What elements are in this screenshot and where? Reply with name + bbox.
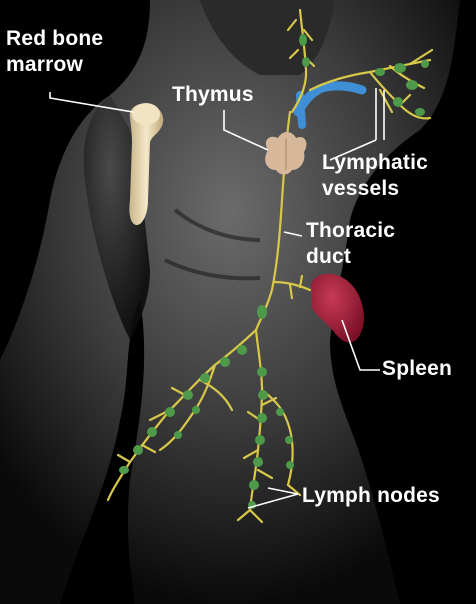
label-thoracic-duct-line2: duct xyxy=(306,245,352,268)
label-spleen: Spleen xyxy=(382,357,453,380)
leader-thymus xyxy=(223,110,269,151)
label-thoracic-duct-line1: Thoracic xyxy=(306,219,396,242)
leader-spleen xyxy=(341,319,380,371)
label-lymphatic-vessels-line1: Lymphatic xyxy=(322,151,429,174)
leader-lymph-nodes xyxy=(247,487,299,509)
lymph-nodes xyxy=(119,34,429,509)
label-lymphatic-vessels-line2: vessels xyxy=(322,177,400,200)
label-red-bone-marrow-line1: Red bone xyxy=(6,27,104,50)
label-lymphatic-vessels: Lymphatic vessels xyxy=(322,150,428,202)
leader-thoracic-duct xyxy=(283,231,303,237)
label-thoracic-duct: Thoracic duct xyxy=(306,218,395,270)
leader-lymphatic-vessels xyxy=(329,88,385,161)
spleen-organ xyxy=(311,273,364,343)
label-lymph-nodes: Lymph nodes xyxy=(302,484,440,507)
leader-red-bone-marrow xyxy=(49,92,134,113)
label-red-bone-marrow-line2: marrow xyxy=(6,53,84,76)
leader-lines xyxy=(49,88,385,509)
humerus-bone xyxy=(129,103,164,225)
label-red-bone-marrow: Red bone marrow xyxy=(6,26,103,78)
label-thymus: Thymus xyxy=(172,83,254,106)
thymus-gland xyxy=(265,132,307,175)
